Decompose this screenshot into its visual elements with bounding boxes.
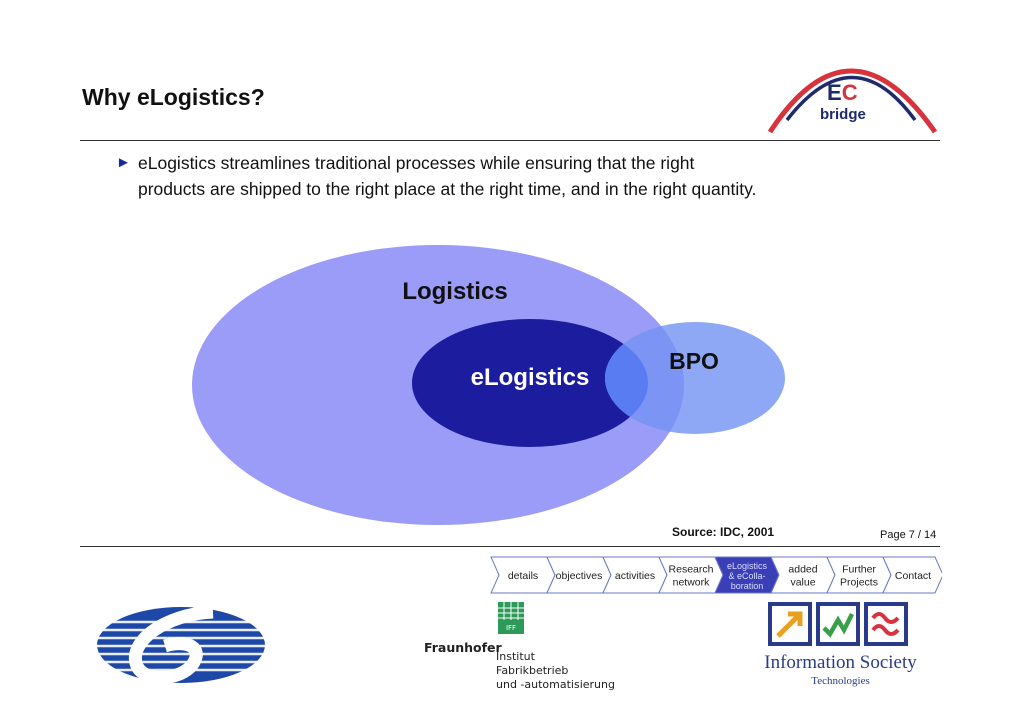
page-title: Why eLogistics? [82, 84, 265, 110]
nav-item-label: objectives [556, 570, 603, 582]
footer-divider [80, 546, 940, 547]
nav-chevron-shape [882, 556, 942, 594]
ec-bridge-word: bridge [820, 106, 866, 123]
ist-wave-icon [871, 612, 900, 636]
nav-item-label: added [788, 564, 817, 576]
nav-item-label: eLogistics [727, 561, 768, 571]
ec-letter-c: C [842, 80, 858, 105]
nav-item-label: Research [669, 564, 714, 576]
nav-item-label: Further [842, 564, 876, 576]
logistics-venn-diagram: Logistics eLogistics BPO [192, 245, 785, 525]
nav-item-label: Contact [895, 570, 931, 582]
eu-fp6-logo [97, 605, 267, 684]
ist-logo: Information Society Technologies [748, 600, 933, 695]
iff-badge-icon: IFF [498, 602, 524, 634]
title-divider [80, 140, 940, 141]
bpo-label: BPO [669, 348, 719, 374]
source-note: Source: IDC, 2001 [672, 525, 775, 539]
nav-item-label: Projects [840, 577, 878, 589]
elogistics-label: eLogistics [471, 364, 590, 391]
ist-tile-wave [864, 602, 908, 646]
ec-bridge-logo: EC bridge [767, 68, 938, 134]
ist-title: Information Society [764, 652, 917, 673]
bullet-item: ► eLogistics streamlines traditional pro… [116, 150, 766, 202]
nav-item-details[interactable]: details [490, 556, 556, 594]
nav-item-activities[interactable]: activities [602, 556, 668, 594]
institute-line-2: Fabrikbetrieb [496, 664, 569, 677]
nav-item-label: boration [731, 581, 764, 591]
fp6-six-glyph [128, 605, 214, 684]
nav-item-label: value [790, 577, 815, 589]
nav-item-objectives[interactable]: objectives [546, 556, 612, 594]
nav-item-label: network [673, 577, 711, 589]
ist-icon-tiles [768, 602, 908, 646]
fraunhofer-name: Fraunhofer [424, 640, 502, 655]
ist-check-icon [822, 612, 855, 638]
institute-line-1: Institut [496, 650, 535, 663]
bullet-arrow-icon: ► [116, 154, 131, 171]
nav-item-label: activities [615, 570, 655, 582]
ec-letter-e: E [827, 80, 842, 105]
institute-line-3: und -automatisierung [496, 678, 615, 691]
nav-item-contact[interactable]: Contact [882, 556, 942, 594]
nav-item-label: details [508, 570, 538, 582]
ist-subtitle: Technologies [811, 675, 870, 687]
bridge-arch-blue [785, 75, 917, 122]
ec-bridge-ec-text: EC [827, 80, 858, 105]
fraunhofer-iff-logo: IFF Fraunhofer Institut Fabrikbetrieb un… [424, 600, 624, 695]
bullet-text: eLogistics streamlines traditional proce… [138, 153, 757, 199]
nav-item-label: & eColla- [728, 571, 765, 581]
elogistics-ellipse [412, 319, 648, 447]
logistics-label: Logistics [402, 278, 507, 305]
iff-badge-text: IFF [506, 624, 516, 632]
nav-item-elogistics[interactable]: eLogistics& eColla-boration [714, 556, 780, 594]
page-number: Page 7 / 14 [880, 529, 937, 541]
ist-arrow-icon [776, 611, 803, 638]
bridge-arch-red [767, 68, 938, 134]
